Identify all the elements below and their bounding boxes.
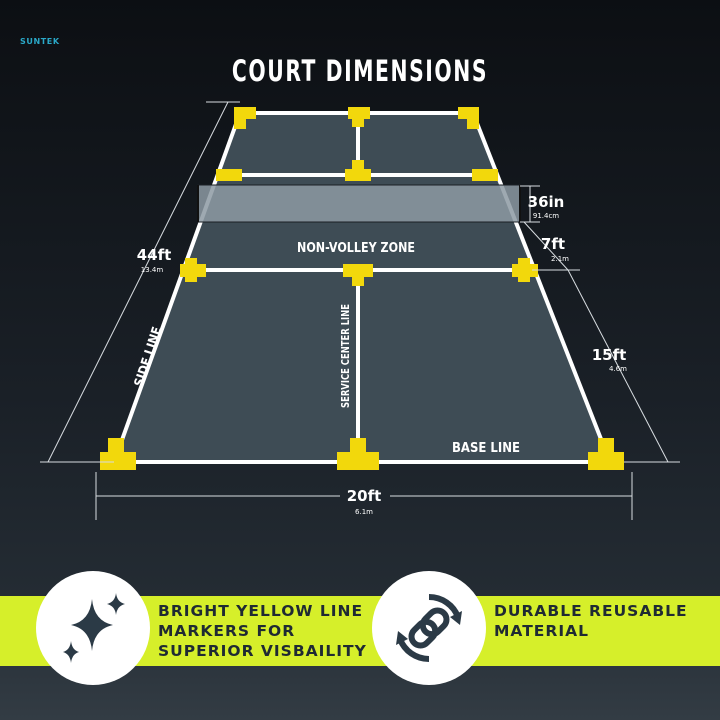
feature-icon-circle	[372, 571, 486, 685]
marker	[467, 107, 479, 129]
chain-link-icon	[396, 594, 462, 662]
length-value: 44ft	[137, 246, 172, 264]
sparkle-icon	[63, 593, 125, 663]
net-height-value: 36in	[528, 193, 565, 211]
marker	[185, 258, 197, 282]
dimension-lines	[40, 101, 680, 520]
net-height-metric: 91.4cm	[533, 212, 559, 220]
feature-text-markers: BRIGHT YELLOW LINE MARKERS FOR SUPERIOR …	[158, 602, 367, 660]
line-markers	[100, 107, 624, 470]
kitchen-metric: 2.1m	[551, 255, 569, 263]
marker	[234, 107, 246, 129]
feature-icon-circle	[36, 571, 150, 685]
non-volley-zone-label: NON-VOLLEY ZONE	[297, 241, 415, 256]
marker	[352, 264, 364, 286]
court-diagram: NON-VOLLEY ZONE BASE LINE SIDE LINE SERV…	[40, 101, 680, 520]
net	[197, 184, 521, 223]
marker	[352, 160, 364, 180]
page-title: COURT DIMENSIONS	[231, 54, 489, 88]
feature-text-material: DURABLE REUSABLE MATERIAL	[494, 602, 688, 640]
marker	[352, 107, 364, 127]
width-value: 20ft	[347, 487, 382, 505]
width-metric: 6.1m	[355, 508, 373, 516]
marker	[216, 169, 242, 181]
service-value: 15ft	[592, 346, 627, 364]
kitchen-value: 7ft	[541, 235, 565, 253]
marker	[108, 438, 124, 466]
marker	[518, 258, 530, 282]
service-center-line-label: SERVICE CENTER LINE	[339, 304, 352, 408]
base-line-label: BASE LINE	[452, 441, 520, 456]
marker	[350, 438, 366, 466]
brand-logo: SUNTEK	[20, 37, 60, 46]
marker	[472, 169, 498, 181]
length-metric: 13.4m	[141, 266, 164, 274]
marker	[598, 438, 614, 466]
service-metric: 4.6m	[609, 365, 627, 373]
